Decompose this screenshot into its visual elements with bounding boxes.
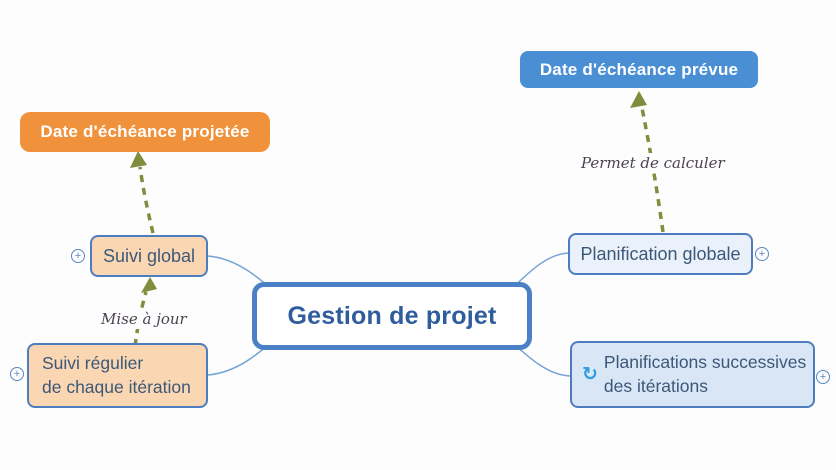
node-suivi-global[interactable]: Suivi global bbox=[90, 235, 208, 277]
node-planification-globale[interactable]: Planification globale bbox=[568, 233, 753, 275]
node-label: Date d'échéance projetée bbox=[40, 122, 250, 141]
node-label: Date d'échéance prévue bbox=[539, 59, 739, 79]
arrowhead-mise-a-jour bbox=[141, 277, 157, 293]
expand-icon[interactable]: + bbox=[10, 367, 24, 381]
expand-icon[interactable]: + bbox=[755, 247, 769, 261]
node-suivi-regulier[interactable]: Suivi régulier de chaque itération bbox=[27, 343, 208, 408]
node-label: Suivi régulier de chaque itération bbox=[42, 352, 191, 397]
node-date-echeance-projetee[interactable]: Date d'échéance projetée bbox=[20, 112, 270, 152]
relation-label-mise-a-jour[interactable]: Mise à jour bbox=[98, 309, 190, 329]
central-topic-label: Gestion de projet bbox=[287, 301, 497, 330]
node-planifications-successives[interactable]: ↻ Planifications successives des itérati… bbox=[570, 341, 815, 408]
expand-icon[interactable]: + bbox=[71, 249, 85, 263]
relation-arrow-suivi-to-date-projetee[interactable] bbox=[138, 166, 155, 234]
node-label: Planification globale bbox=[580, 243, 741, 264]
relation-label-permet-de-calculer[interactable]: Permet de calculer bbox=[578, 153, 728, 173]
node-label: Planifications successives des itération… bbox=[603, 351, 807, 396]
refresh-icon: ↻ bbox=[582, 363, 598, 385]
node-gestion-de-projet[interactable]: Gestion de projet bbox=[252, 282, 532, 350]
arrowhead-date-projetee bbox=[130, 151, 147, 168]
arrowhead-date-prevue bbox=[630, 91, 647, 108]
relation-arrow-permet-de-calculer[interactable] bbox=[640, 107, 665, 233]
node-label: Suivi global bbox=[102, 245, 196, 266]
node-date-echeance-prevue[interactable]: Date d'échéance prévue bbox=[520, 51, 758, 88]
expand-icon[interactable]: + bbox=[816, 370, 830, 384]
